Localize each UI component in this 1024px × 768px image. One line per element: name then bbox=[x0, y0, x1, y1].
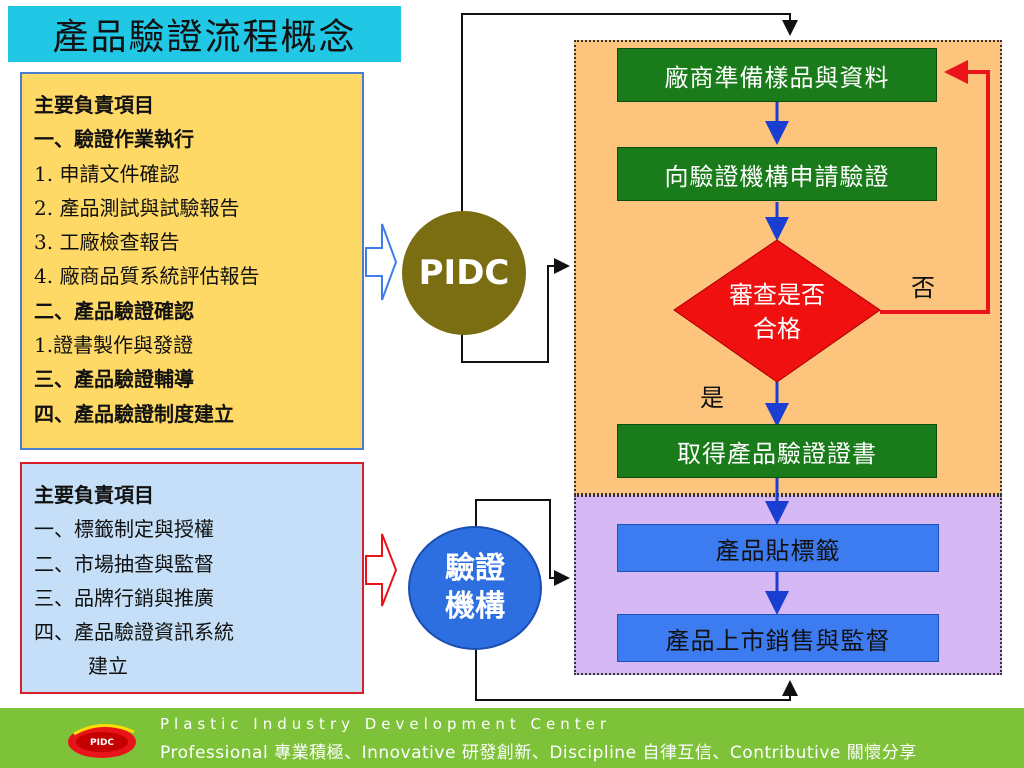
pidc-responsibilities-panel: 主要負責項目一、驗證作業執行 1. 申請文件確認 2. 產品測試與試驗報告 3. 工廠… bbox=[20, 72, 364, 450]
page-title: 產品驗證流程概念 bbox=[8, 6, 401, 62]
pidc-responsibility-line: 主要負責項目 bbox=[34, 93, 154, 117]
pidc-responsibility-line: 1.證書製作與發證 bbox=[34, 333, 194, 358]
yes-label: 是 bbox=[700, 384, 724, 412]
certification-body-circle: 驗證 機構 bbox=[408, 526, 542, 650]
org-responsibility-line: 建立 bbox=[88, 654, 128, 679]
step-market-surveillance: 產品上市銷售與監督 bbox=[617, 614, 939, 662]
block-arrow-pidc bbox=[365, 223, 398, 301]
pidc-responsibility-line: 1. 申請文件確認 bbox=[34, 161, 180, 186]
footer-bar bbox=[0, 708, 1024, 768]
org-label-line-2: 機構 bbox=[445, 589, 505, 624]
pidc-responsibility-line: 3. 工廠檢查報告 bbox=[34, 230, 180, 255]
org-responsibility-line: 主要負責項目 bbox=[34, 483, 154, 507]
pidc-side-line bbox=[461, 258, 570, 363]
decision-line-1: 審查是否 bbox=[729, 281, 825, 309]
pidc-responsibility-line: 4. 廠商品質系統評估報告 bbox=[34, 264, 260, 289]
org-label-line-1: 驗證 bbox=[445, 551, 505, 586]
org-side-line bbox=[475, 499, 570, 586]
step-apply-certification: 向驗證機構申請驗證 bbox=[617, 147, 937, 201]
step-apply-label: 產品貼標籤 bbox=[617, 524, 939, 572]
pidc-logo: PIDC bbox=[68, 723, 136, 758]
org-responsibility-line: 一、標籤制定與授權 bbox=[34, 517, 214, 542]
org-responsibilities-panel: 主要負責項目一、標籤制定與授權二、市場抽查與監督三、品牌行銷與推廣四、產品驗證資… bbox=[20, 462, 364, 694]
pidc-responsibility-line: 2. 產品測試與試驗報告 bbox=[34, 195, 240, 220]
block-arrow-org bbox=[365, 533, 398, 607]
org-responsibility-line: 四、產品驗證資訊系統 bbox=[34, 620, 234, 645]
pidc-responsibility-line: 二、產品驗證確認 bbox=[34, 298, 194, 323]
org-bottom-line bbox=[475, 650, 798, 701]
pidc-bracket-line bbox=[461, 13, 798, 212]
org-responsibility-line: 三、品牌行銷與推廣 bbox=[34, 585, 214, 610]
pidc-responsibility-line: 一、驗證作業執行 bbox=[34, 127, 194, 152]
decision-line-2: 合格 bbox=[753, 315, 801, 343]
pidc-circle: PIDC bbox=[402, 211, 526, 335]
pidc-responsibility-line: 四、產品驗證制度建立 bbox=[34, 401, 234, 426]
footer-center-name: Plastic Industry Development Center bbox=[160, 715, 611, 733]
step-prepare-samples: 廠商準備樣品與資料 bbox=[617, 48, 937, 102]
pidc-responsibility-line: 三、產品驗證輔導 bbox=[34, 367, 194, 392]
no-loop-arrow bbox=[880, 60, 990, 314]
pidc-label: PIDC bbox=[418, 253, 510, 293]
footer-values: Professional 專業積極、Innovative 研發創新、Discip… bbox=[160, 743, 917, 763]
no-label: 否 bbox=[911, 274, 935, 302]
decision-diamond bbox=[673, 239, 881, 383]
org-responsibility-line: 二、市場抽查與監督 bbox=[34, 551, 214, 576]
step-obtain-certificate: 取得產品驗證證書 bbox=[617, 424, 937, 478]
decision-text: 審查是否 合格 bbox=[704, 278, 850, 346]
logo-text: PIDC bbox=[90, 738, 114, 748]
